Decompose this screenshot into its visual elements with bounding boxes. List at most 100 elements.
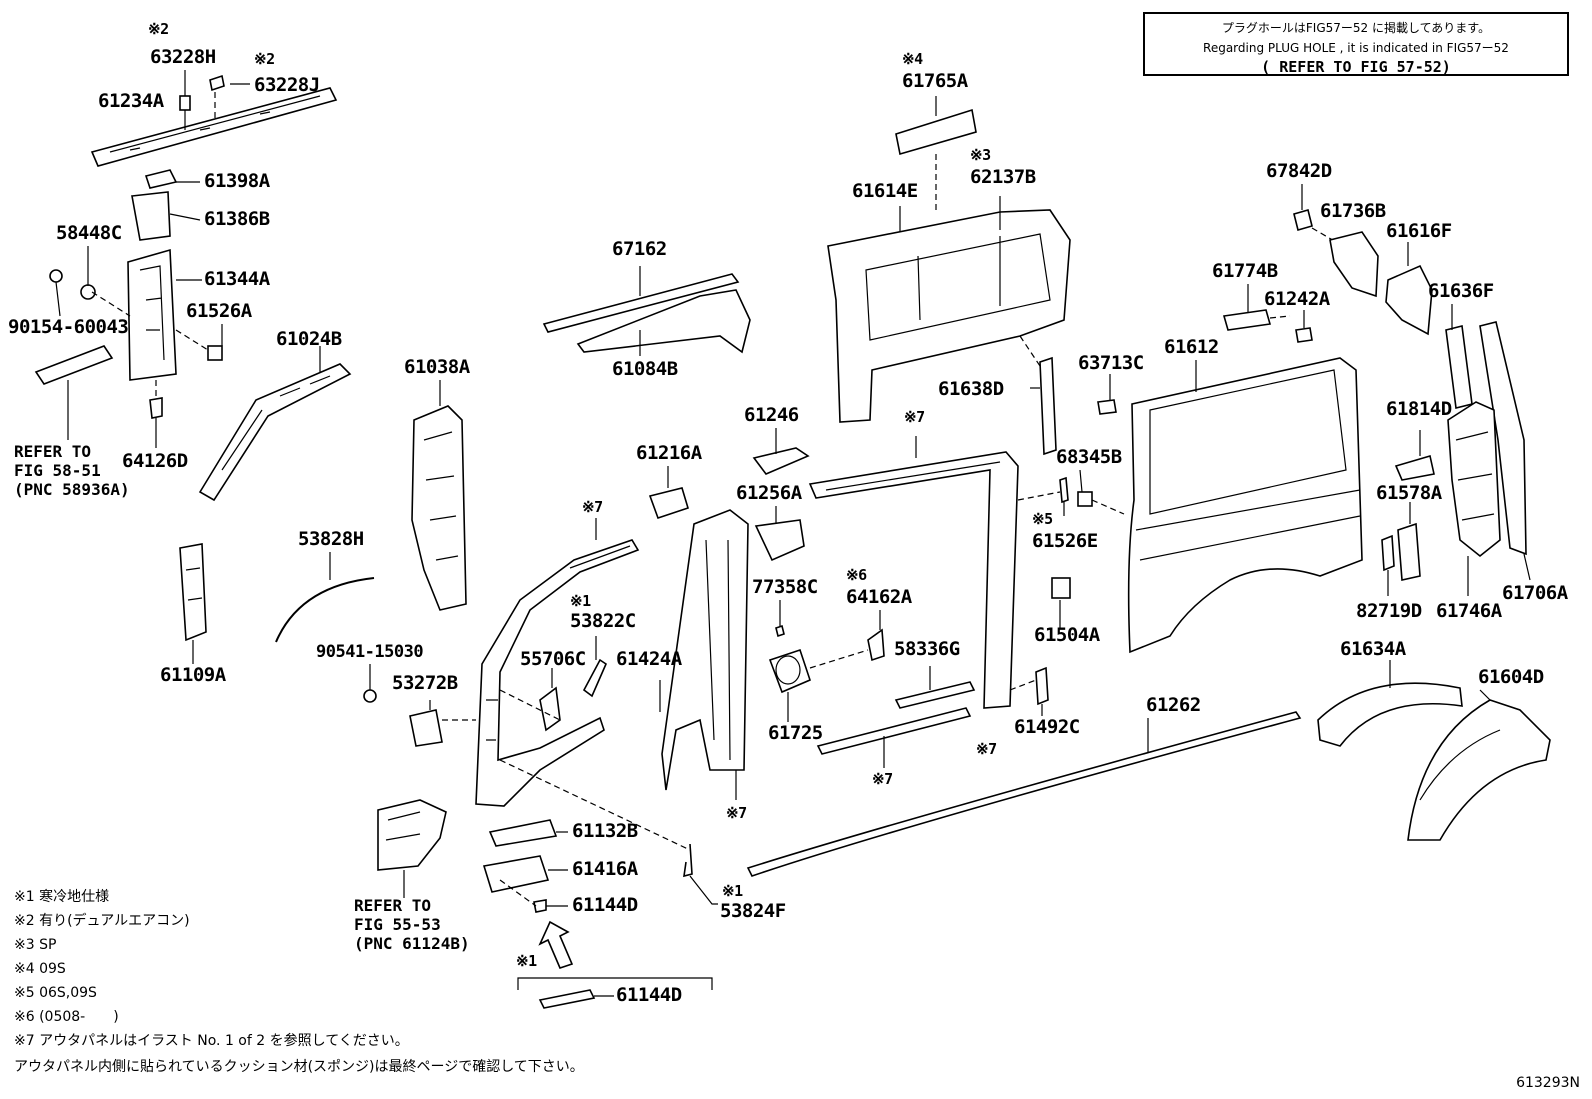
mark-64162A: ※6 <box>846 566 867 584</box>
refer-55-53-line3: (PNC 61124B) <box>354 934 470 953</box>
label-61424A[interactable]: 61424A <box>616 648 682 670</box>
part-61604D <box>1407 699 1551 841</box>
part-61109A <box>179 543 207 642</box>
label-61038A[interactable]: 61038A <box>404 356 470 378</box>
part-61024B <box>198 363 352 502</box>
label-61109A[interactable]: 61109A <box>160 664 226 686</box>
label-62137B[interactable]: 62137B <box>970 166 1036 188</box>
label-61024B[interactable]: 61024B <box>276 328 342 350</box>
label-68345B[interactable]: 68345B <box>1056 446 1122 468</box>
part-63713C <box>1097 399 1117 415</box>
label-64126D[interactable]: 64126D <box>122 450 188 472</box>
part-61578A <box>1397 522 1421 581</box>
label-55706C[interactable]: 55706C <box>520 648 586 670</box>
label-61416A[interactable]: 61416A <box>572 858 638 880</box>
label-61344A[interactable]: 61344A <box>204 268 270 290</box>
notice-line-ref: ( REFER TO FIG 57-52) <box>1261 58 1451 76</box>
part-61132B <box>488 819 558 847</box>
part-58336G <box>894 681 976 709</box>
label-61612[interactable]: 61612 <box>1164 336 1219 358</box>
label-61526E[interactable]: 61526E <box>1032 530 1098 552</box>
label-58336G[interactable]: 58336G <box>894 638 960 660</box>
label-67162[interactable]: 67162 <box>612 238 667 260</box>
part-61746A <box>1447 401 1501 558</box>
notice-line-jp: プラグホールはFIG57ー52 に掲載してあります。 <box>1221 21 1491 35</box>
figure-id: 613293N <box>1516 1075 1580 1091</box>
part-61216A <box>648 487 689 520</box>
part-53824F <box>683 843 693 878</box>
footnote-5: ※5 06S,09S <box>14 985 97 1001</box>
mark-62137B: ※3 <box>970 146 991 164</box>
label-61504A[interactable]: 61504A <box>1034 624 1100 646</box>
label-53272B[interactable]: 53272B <box>392 672 458 694</box>
mark-53822C: ※1 <box>570 592 591 610</box>
label-90154-60043[interactable]: 90154-60043 <box>8 316 129 338</box>
label-61814D[interactable]: 61814D <box>1386 398 1452 420</box>
label-61216A[interactable]: 61216A <box>636 442 702 464</box>
label-58448C[interactable]: 58448C <box>56 222 122 244</box>
label-64162A[interactable]: 64162A <box>846 586 912 608</box>
part-53822C <box>582 658 608 698</box>
refer-fig-58-51[interactable]: REFER TO FIG 58-51 (PNC 58936A) <box>14 442 130 499</box>
label-53828H[interactable]: 53828H <box>298 528 364 550</box>
label-61256A[interactable]: 61256A <box>736 482 802 504</box>
label-61616F[interactable]: 61616F <box>1386 220 1452 242</box>
refer-58-51-line1: REFER TO <box>14 442 92 461</box>
label-61725[interactable]: 61725 <box>768 722 823 744</box>
footnote-2: ※2 有り(デュアルエアコン) <box>14 913 190 929</box>
label-61636F[interactable]: 61636F <box>1428 280 1494 302</box>
label-61262[interactable]: 61262 <box>1146 694 1201 716</box>
label-61242A[interactable]: 61242A <box>1264 288 1330 310</box>
label-63228H[interactable]: 63228H <box>150 46 216 68</box>
part-61246 <box>752 447 810 475</box>
label-61614E[interactable]: 61614E <box>852 180 918 202</box>
label-61736B[interactable]: 61736B <box>1320 200 1386 222</box>
label-61234A[interactable]: 61234A <box>98 90 164 112</box>
part-door-frame <box>808 451 1019 709</box>
label-53824F[interactable]: 53824F <box>720 900 786 922</box>
label-61774B[interactable]: 61774B <box>1212 260 1278 282</box>
label-61386B[interactable]: 61386B <box>204 208 270 230</box>
label-61578A[interactable]: 61578A <box>1376 482 1442 504</box>
label-67842D[interactable]: 67842D <box>1266 160 1332 182</box>
part-plate <box>34 345 114 385</box>
label-61132B[interactable]: 61132B <box>572 820 638 842</box>
mark-7-rocker: ※7 <box>872 770 893 788</box>
part-61636F <box>1445 325 1473 409</box>
refer-fig-55-53[interactable]: REFER TO FIG 55-53 (PNC 61124B) <box>354 896 470 953</box>
footnote-3: ※3 SP <box>14 937 57 953</box>
mark-7-front-pillar: ※7 <box>582 498 603 516</box>
mark-1-cold-area: ※1 <box>516 952 537 970</box>
label-61604D[interactable]: 61604D <box>1478 666 1544 688</box>
label-61144D-a[interactable]: 61144D <box>572 894 638 916</box>
label-61084B[interactable]: 61084B <box>612 358 678 380</box>
label-61638D[interactable]: 61638D <box>938 378 1004 400</box>
notice-box: プラグホールはFIG57ー52 に掲載してあります。 Regarding PLU… <box>1143 12 1569 76</box>
mark-7-door-bottom: ※7 <box>976 740 997 758</box>
label-53822C[interactable]: 53822C <box>570 610 636 632</box>
label-61144D-b[interactable]: 61144D <box>616 984 682 1006</box>
label-61526A[interactable]: 61526A <box>186 300 252 322</box>
footnote-6: ※6 (0508- ) <box>14 1009 119 1025</box>
label-61765A[interactable]: 61765A <box>902 70 968 92</box>
label-61706A[interactable]: 61706A <box>1502 582 1568 604</box>
label-63713C[interactable]: 63713C <box>1078 352 1144 374</box>
label-61398A[interactable]: 61398A <box>204 170 270 192</box>
part-61398A <box>144 169 178 189</box>
refer-55-53-line2: FIG 55-53 <box>354 915 441 934</box>
footnote-4: ※4 09S <box>14 961 66 977</box>
label-61746A[interactable]: 61746A <box>1436 600 1502 622</box>
label-61634A[interactable]: 61634A <box>1340 638 1406 660</box>
label-63228J[interactable]: 63228J <box>254 74 320 96</box>
label-61492C[interactable]: 61492C <box>1014 716 1080 738</box>
label-90541-15030[interactable]: 90541-15030 <box>316 642 424 662</box>
refer-58-51-line2: FIG 58-51 <box>14 461 101 480</box>
label-82719D[interactable]: 82719D <box>1356 600 1422 622</box>
part-61038A <box>411 405 467 611</box>
part-64126D <box>149 397 163 419</box>
label-61246[interactable]: 61246 <box>744 404 799 426</box>
label-77358C[interactable]: 77358C <box>752 576 818 598</box>
part-61242A <box>1295 327 1313 343</box>
